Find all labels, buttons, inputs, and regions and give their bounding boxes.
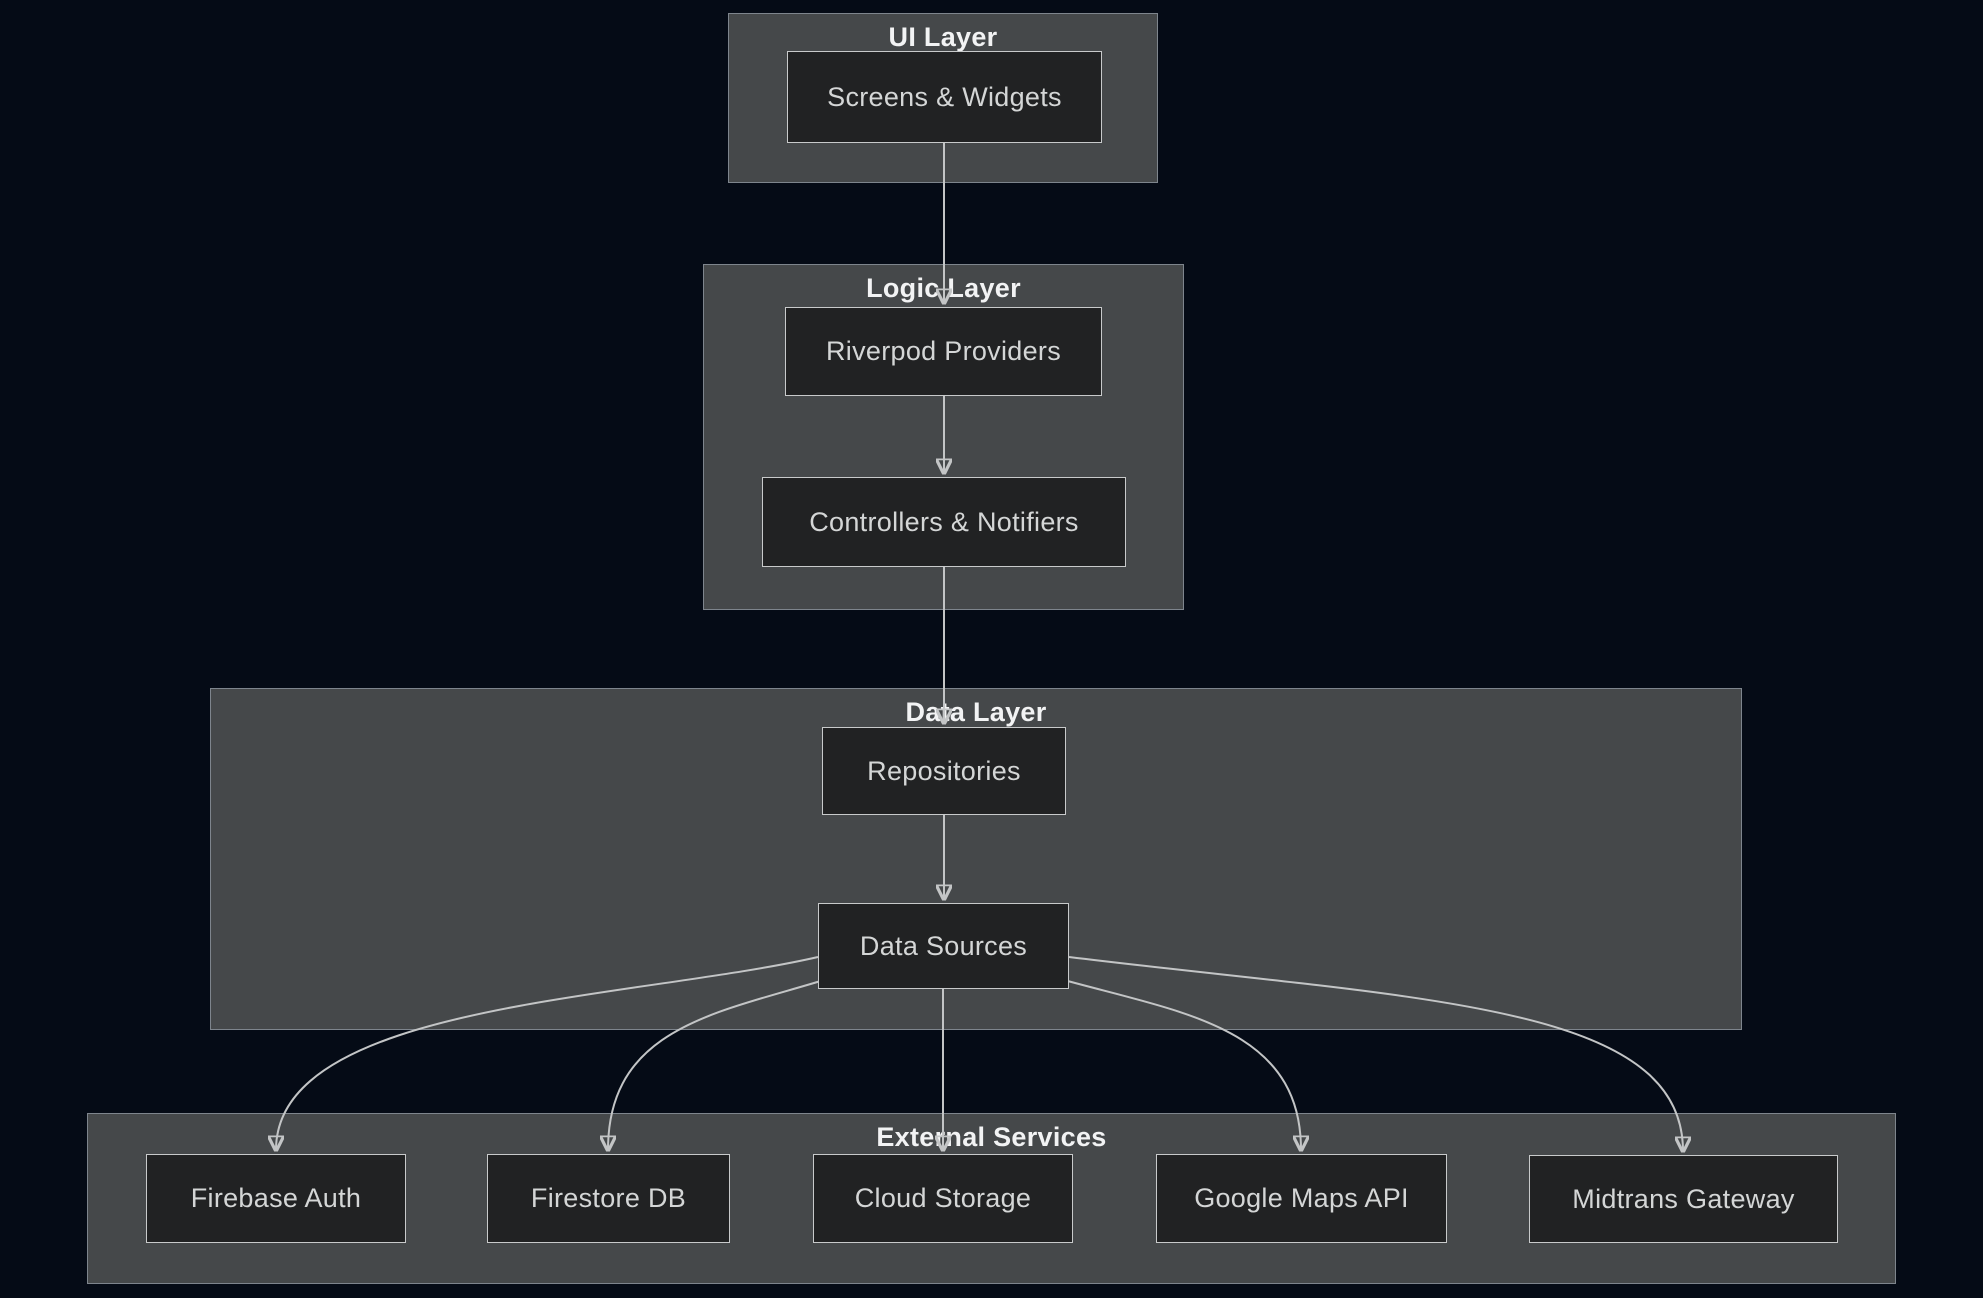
node-midtrans-gateway: Midtrans Gateway <box>1529 1155 1838 1243</box>
node-controllers-notifiers: Controllers & Notifiers <box>762 477 1126 567</box>
node-screens-widgets: Screens & Widgets <box>787 51 1102 143</box>
node-riverpod-providers: Riverpod Providers <box>785 307 1102 396</box>
node-data-sources: Data Sources <box>818 903 1069 989</box>
cluster-title-data-layer: Data Layer <box>905 697 1047 727</box>
node-firestore-db: Firestore DB <box>487 1154 730 1243</box>
cluster-title-external-services: External Services <box>876 1122 1107 1152</box>
node-cloud-storage: Cloud Storage <box>813 1154 1073 1243</box>
cluster-title-ui-layer: UI Layer <box>888 22 998 52</box>
cluster-title-logic-layer: Logic Layer <box>866 273 1021 303</box>
node-firebase-auth: Firebase Auth <box>146 1154 406 1243</box>
node-repositories: Repositories <box>822 727 1066 815</box>
node-google-maps-api: Google Maps API <box>1156 1154 1447 1243</box>
